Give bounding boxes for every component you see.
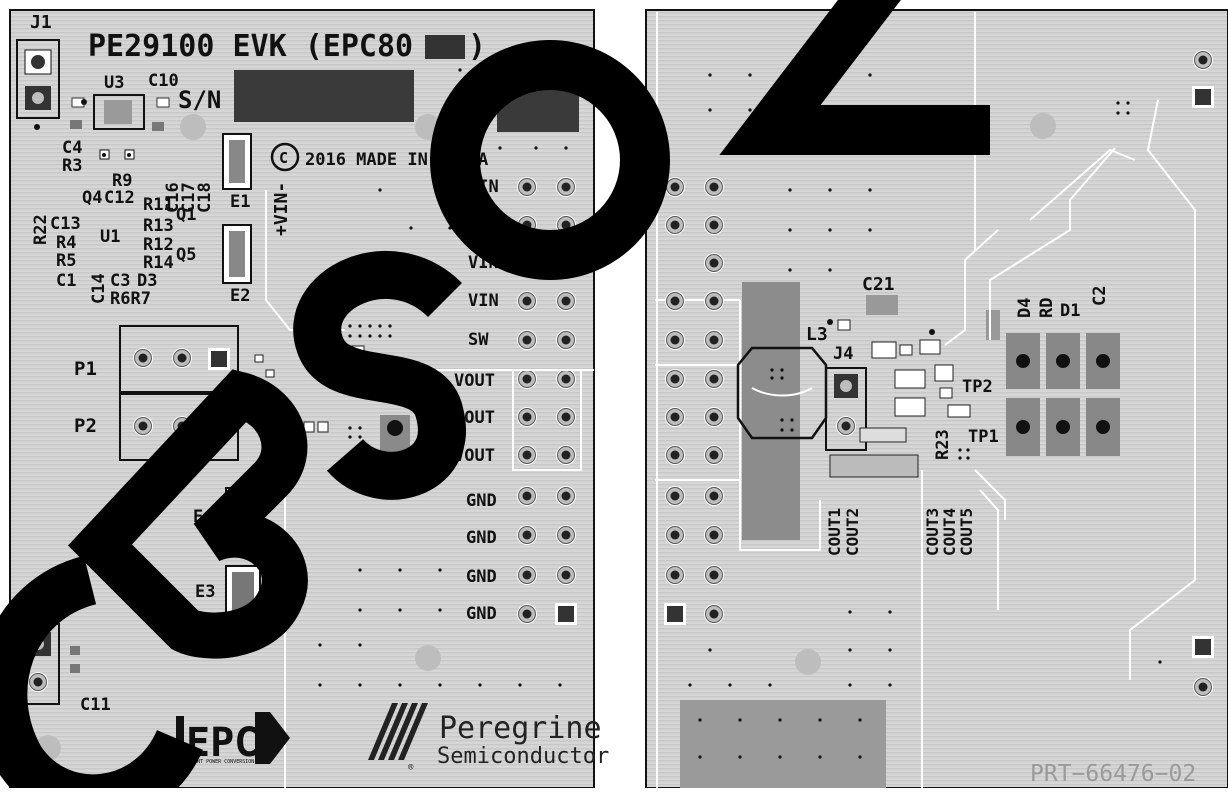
svg-text:C3: C3 xyxy=(110,271,130,291)
svg-text:E1: E1 xyxy=(230,192,250,212)
svg-text:TP2: TP2 xyxy=(962,377,993,397)
svg-text:R11: R11 xyxy=(143,195,174,215)
svg-text:EFFICIENT POWER CONVERSION: EFFICIENT POWER CONVERSION xyxy=(176,759,254,765)
svg-text:SW: SW xyxy=(468,330,489,350)
svg-text:D3: D3 xyxy=(137,271,157,291)
epc-logo: EPC EFFICIENT POWER CONVERSION xyxy=(176,712,290,766)
svg-text:R5: R5 xyxy=(56,251,76,271)
svg-text:GND: GND xyxy=(466,567,497,587)
j4-label: J4 xyxy=(833,344,853,364)
part-number: PRT−66476−02 xyxy=(1030,761,1196,787)
svg-text:Q1: Q1 xyxy=(176,205,196,225)
svg-text:C18: C18 xyxy=(195,182,215,213)
svg-text:D4: D4 xyxy=(1015,298,1035,318)
vin-net-label: +VIN- xyxy=(271,182,292,236)
p2-label: P2 xyxy=(74,415,97,437)
u3-chip xyxy=(70,94,206,140)
svg-text:U3: U3 xyxy=(104,73,124,93)
copyright-tail: A xyxy=(478,150,488,170)
svg-text:VOUT: VOUT xyxy=(454,446,495,466)
pin-header-right-board xyxy=(664,176,725,625)
svg-text:Semiconductor: Semiconductor xyxy=(437,744,609,769)
svg-text:®: ® xyxy=(408,763,414,773)
svg-text:R9: R9 xyxy=(112,171,132,191)
svg-text:U1: U1 xyxy=(100,227,120,247)
left-board: PE29100 EVK (EPC80 ) S/N REV C 2016 MADE… xyxy=(9,9,609,789)
peregrine-logo: ® Peregrine Semiconductor xyxy=(368,703,609,773)
svg-text:Peregrine: Peregrine xyxy=(439,711,602,746)
svg-text:Q4: Q4 xyxy=(82,188,102,208)
svg-text:GND: GND xyxy=(466,528,497,548)
p1-label: P1 xyxy=(74,358,97,380)
svg-text:COUT3: COUT3 xyxy=(923,508,942,556)
svg-text:R12: R12 xyxy=(143,235,174,255)
svg-text:RD: RD xyxy=(1037,298,1057,318)
copyright-circle xyxy=(270,142,300,172)
svg-text:C14: C14 xyxy=(89,273,109,304)
svg-text:VOUT: VOUT xyxy=(454,371,495,391)
board-title-close: ) xyxy=(468,29,486,64)
svg-text:R14: R14 xyxy=(143,253,174,273)
right-square-pads xyxy=(1006,333,1120,456)
svg-text:E3: E3 xyxy=(195,582,215,602)
svg-text:R13: R13 xyxy=(143,216,174,236)
refdes-group-right: C21 L3 D4 RD D1 C2 TP2 TP1 R23 COUT1 COU… xyxy=(806,274,1110,556)
svg-text:GND: GND xyxy=(466,604,497,624)
svg-text:R6R7: R6R7 xyxy=(110,289,151,309)
svg-text:COUT4: COUT4 xyxy=(940,508,959,556)
title-redaction xyxy=(425,35,465,59)
svg-text:C11: C11 xyxy=(80,695,111,715)
svg-text:D1: D1 xyxy=(1060,301,1080,321)
svg-text:R23: R23 xyxy=(933,429,953,460)
j1-label: J1 xyxy=(30,12,52,33)
svg-text:C12: C12 xyxy=(104,188,135,208)
svg-text:Q5: Q5 xyxy=(176,245,196,265)
svg-text:COUT5: COUT5 xyxy=(957,508,976,556)
svg-text:C21: C21 xyxy=(862,274,895,295)
svg-text:C13: C13 xyxy=(50,214,81,234)
svg-text:C17: C17 xyxy=(179,182,199,213)
svg-text:R3: R3 xyxy=(62,156,82,176)
svg-text:E2: E2 xyxy=(230,286,250,306)
svg-text:C1: C1 xyxy=(56,271,76,291)
sn-label: S/N xyxy=(178,86,221,114)
svg-text:R22: R22 xyxy=(31,214,51,245)
svg-text:VIN: VIN xyxy=(468,291,499,311)
copyright-text: 2016 MADE IN U xyxy=(305,150,448,170)
copyright-symbol: C xyxy=(279,149,288,167)
svg-text:TP1: TP1 xyxy=(968,427,999,447)
svg-text:L3: L3 xyxy=(806,324,828,345)
svg-text:GND: GND xyxy=(466,491,497,511)
svg-text:R4: R4 xyxy=(56,233,76,253)
svg-text:C10: C10 xyxy=(148,71,179,91)
svg-text:COUT2: COUT2 xyxy=(843,508,862,556)
svg-text:COUT1: COUT1 xyxy=(825,508,844,556)
sn-box xyxy=(234,70,414,122)
board-title: PE29100 EVK (EPC80 xyxy=(88,29,413,64)
svg-text:C4: C4 xyxy=(62,138,82,158)
refdes-group-left: U3 C10 C4 R3 R9 Q4 C12 R11 C16 C17 C18 Q… xyxy=(31,71,284,715)
svg-text:C2: C2 xyxy=(1090,286,1110,306)
svg-text:C16: C16 xyxy=(163,182,183,213)
connector-p1 xyxy=(119,325,239,393)
